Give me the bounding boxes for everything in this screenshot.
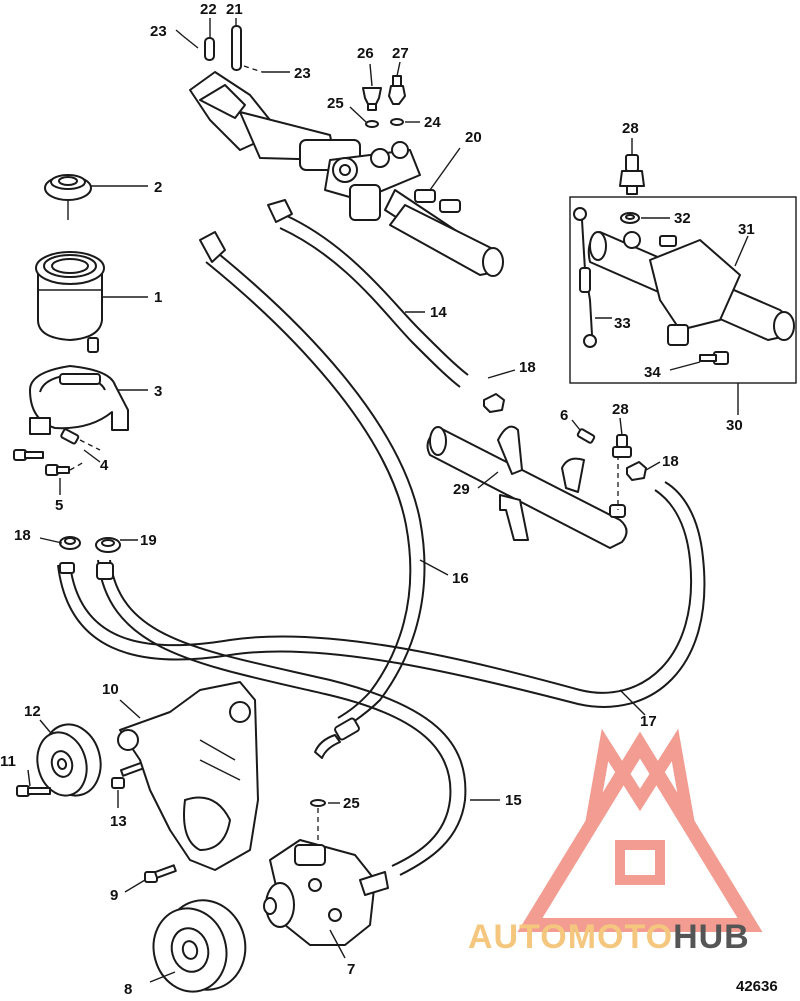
callout-31: 31 [738,221,755,238]
callout-18a: 18 [14,527,31,544]
callout-24: 24 [424,114,441,131]
bracket-10 [117,681,259,871]
callout-15: 15 [505,792,522,809]
pulley-12 [36,723,102,797]
callout-23b: 23 [294,65,311,82]
hose-17 [69,489,693,694]
cooler-31 [587,231,795,346]
bolt-11 [16,785,51,797]
pins-21-22-23 [182,25,263,73]
callout-5: 5 [55,497,63,514]
leader-lines [27,18,749,983]
callout-8: 8 [124,981,132,998]
bolt-34 [699,351,729,365]
nuts-18-right [483,393,647,481]
callout-9: 9 [110,887,118,904]
callout-1: 1 [154,289,162,306]
pulley-8 [152,899,247,993]
fluid-reservoir-1 [35,251,105,353]
inset-box-30 [569,196,797,384]
callout-12: 12 [24,703,41,720]
callout-25a: 25 [327,95,344,112]
washer-32 [620,212,640,224]
callout-11: 11 [0,753,16,770]
callout-2: 2 [154,179,162,196]
watermark-triangle [517,731,763,932]
callout-labels: 1 2 3 4 5 6 7 8 9 10 11 12 13 14 15 16 1… [0,1,755,998]
watermark-brand-part1: AUTOMOTO [468,918,673,956]
callout-32: 32 [674,210,691,227]
callout-30: 30 [726,417,743,434]
reservoir-cap-2 [44,174,92,220]
bracket-3 [29,365,129,435]
hose-14 [284,214,469,376]
callout-29: 29 [453,481,470,498]
wire-33 [573,207,597,348]
callout-28a: 28 [622,120,639,137]
hoses [57,214,706,876]
bolt-13 [111,760,147,789]
callout-10: 10 [102,681,119,698]
hose-16 [213,249,426,729]
figure-number: 42636 [736,978,778,995]
bolts-4-5 [13,428,101,476]
callout-25b: 25 [343,795,360,812]
callout-16: 16 [452,570,469,587]
sensor-28-lower [612,434,632,458]
callout-20: 20 [465,129,482,146]
callout-6: 6 [560,407,568,424]
watermark-brand: AUTOMOTOHUB [468,918,750,956]
steering-cylinder-20 [189,71,504,277]
callout-14: 14 [430,304,447,321]
bolt-6 [576,428,596,444]
callout-4: 4 [100,457,109,474]
callout-18c: 18 [662,453,679,470]
callout-26: 26 [357,45,374,62]
callout-17: 17 [640,713,657,730]
callout-3: 3 [154,383,162,400]
hose-clamps-left [59,536,121,580]
callout-28b: 28 [612,401,629,418]
callout-33: 33 [614,315,631,332]
callout-18b: 18 [519,359,536,376]
callout-19: 19 [140,532,157,549]
bolt-9 [144,864,177,883]
callout-23a: 23 [150,23,167,40]
watermark-logo-icon [517,728,763,932]
callout-13: 13 [110,813,127,830]
callout-27: 27 [392,45,409,62]
callout-22: 22 [200,1,217,18]
power-steering-pump-7 [263,839,389,946]
oring-25-lower [310,799,326,840]
hose-fittings [199,199,360,759]
watermark-brand-part2: HUB [673,918,750,956]
callout-34: 34 [644,364,661,381]
sensor-28-upper [619,154,645,195]
oil-cooler-29 [426,425,628,549]
callout-21: 21 [226,1,243,18]
fittings-24-27 [362,75,406,128]
callout-7: 7 [347,961,355,978]
